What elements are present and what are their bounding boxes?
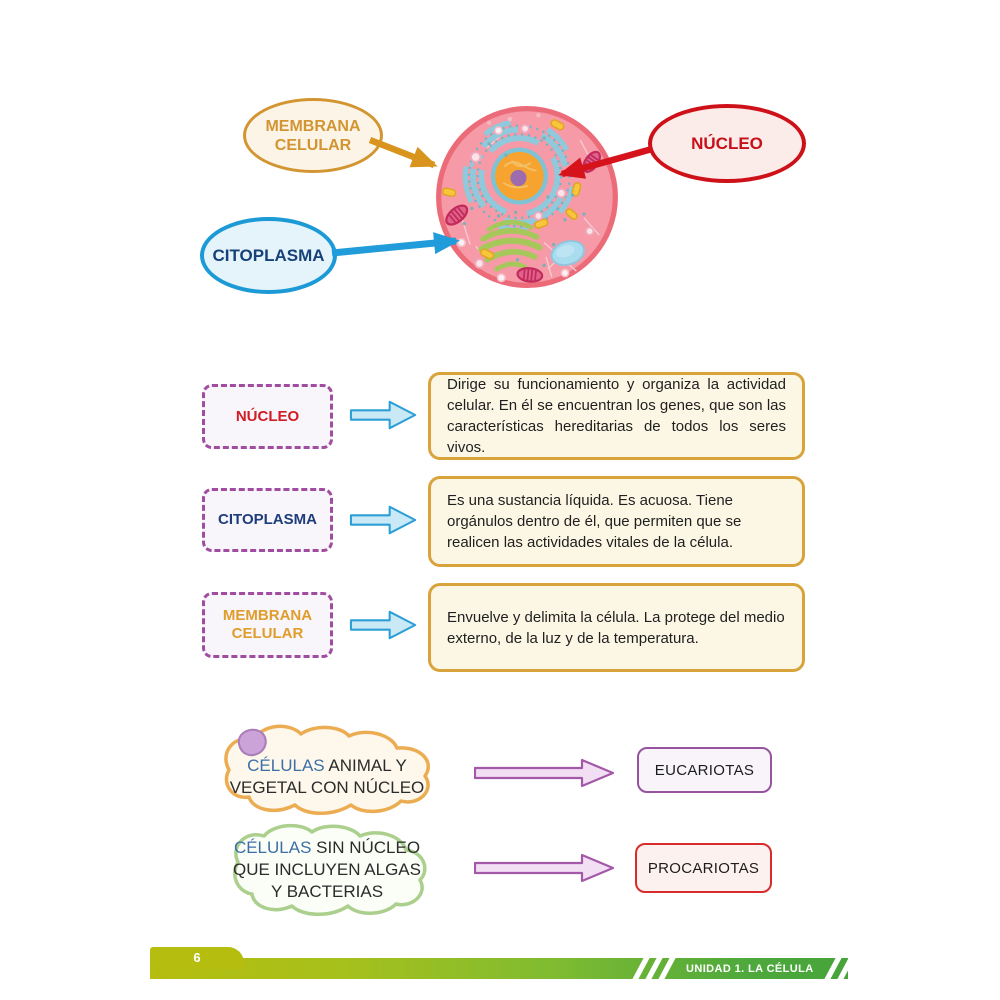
eucariotas-box: EUCARIOTAS bbox=[637, 747, 772, 793]
ribosome-dots bbox=[462, 136, 586, 268]
nucleolus bbox=[510, 169, 527, 187]
term-label: NÚCLEO bbox=[235, 407, 300, 425]
blob-outline bbox=[224, 724, 430, 815]
procariotas-source-blob: CÉLULAS SIN NÚCLEO QUE INCLUYEN ALGAS Y … bbox=[222, 820, 432, 920]
source-rest: SIN NÚCLEO QUE INCLUYEN ALGAS Y BACTERIA… bbox=[232, 838, 421, 901]
definition-arrow-icon bbox=[349, 505, 417, 535]
citoplasma-bubble: CITOPLASMA bbox=[200, 217, 337, 294]
citoplasma-label: CITOPLASMA bbox=[212, 245, 325, 265]
eucariotas-source-text: CÉLULAS ANIMAL Y VEGETAL CON NÚCLEO bbox=[213, 720, 441, 819]
definition-arrow-icon bbox=[349, 610, 417, 640]
definition-arrow-icon bbox=[349, 400, 417, 430]
footer-unit-group: UNIDAD 1. LA CÉLULA bbox=[631, 958, 868, 979]
procariotas-source-text: CÉLULAS SIN NÚCLEO QUE INCLUYEN ALGAS Y … bbox=[222, 820, 432, 920]
footer-bar bbox=[150, 958, 848, 979]
term-box-citoplasma: CITOPLASMA bbox=[202, 488, 333, 552]
blob-outline bbox=[233, 823, 427, 916]
stripe-icon bbox=[850, 958, 868, 979]
eucariotas-source-blob: CÉLULAS ANIMAL Y VEGETAL CON NÚCLEO bbox=[213, 720, 441, 819]
peroxisomes bbox=[441, 119, 582, 260]
classification-arrow-icon bbox=[474, 758, 615, 788]
result-label: PROCARIOTAS bbox=[647, 859, 760, 877]
white-vesicles bbox=[456, 126, 570, 283]
term-label: CITOPLASMA bbox=[218, 511, 317, 528]
classification-arrow-icon bbox=[474, 853, 615, 883]
nucleus bbox=[490, 147, 548, 205]
vacuole bbox=[550, 240, 585, 266]
procariotas-box: PROCARIOTAS bbox=[635, 843, 772, 893]
top-dots bbox=[486, 113, 541, 125]
term-label: MEMBRANA CELULAR bbox=[222, 607, 313, 642]
celulas-word: CÉLULAS bbox=[247, 755, 325, 775]
unit-label: UNIDAD 1. LA CÉLULA bbox=[686, 962, 814, 975]
description-box-nucleo: Dirige su funcionamiento y organiza la a… bbox=[428, 372, 805, 460]
membrana-celular-bubble: MEMBRANA CELULAR bbox=[243, 98, 383, 173]
term-box-membrana: MEMBRANA CELULAR bbox=[202, 592, 333, 658]
source-rest: ANIMAL Y VEGETAL CON NÚCLEO bbox=[229, 755, 425, 797]
membrana-celular-label: MEMBRANA CELULAR bbox=[265, 117, 361, 154]
description-box-citoplasma: Es una sustancia líquida. Es acuosa. Tie… bbox=[428, 476, 805, 567]
page-number: 6 bbox=[193, 949, 201, 965]
term-box-nucleo: NÚCLEO bbox=[202, 384, 333, 449]
mini-nucleus-shape bbox=[237, 728, 267, 757]
celulas-word: CÉLULAS bbox=[233, 838, 312, 857]
vesicles bbox=[470, 123, 595, 269]
description-text: Dirige su funcionamiento y organiza la a… bbox=[447, 376, 786, 456]
result-label: EUCARIOTAS bbox=[654, 761, 755, 779]
cell-illustration bbox=[436, 106, 618, 288]
description-box-membrana: Envuelve y delimita la célula. La proteg… bbox=[428, 583, 805, 672]
nucleo-bubble: NÚCLEO bbox=[648, 104, 806, 183]
description-text: Envuelve y delimita la célula. La proteg… bbox=[447, 608, 785, 647]
description-text: Es una sustancia líquida. Es acuosa. Tie… bbox=[447, 492, 742, 551]
nucleo-label: NÚCLEO bbox=[691, 133, 763, 153]
page-number-tab: 6 bbox=[150, 947, 244, 969]
